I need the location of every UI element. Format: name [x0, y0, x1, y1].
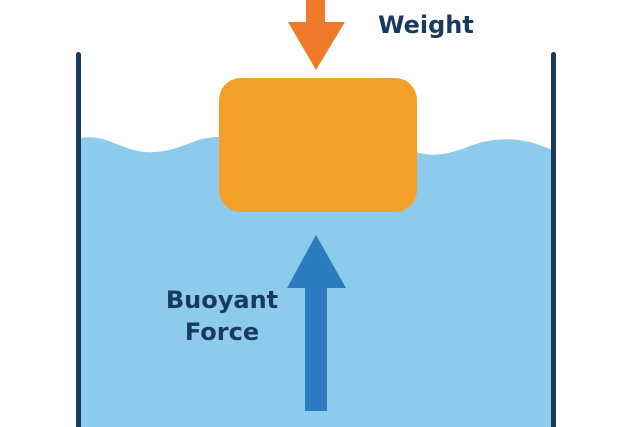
container-left-wall — [76, 52, 81, 427]
buoyant-force-label-line1: Buoyant — [166, 286, 278, 314]
container-right-wall — [551, 52, 556, 427]
buoyant-force-label-line2: Force — [185, 318, 259, 346]
floating-block — [219, 78, 417, 212]
buoyant-force-arrow — [287, 235, 346, 411]
weight-arrow — [288, 0, 345, 70]
weight-label: Weight — [378, 11, 474, 39]
